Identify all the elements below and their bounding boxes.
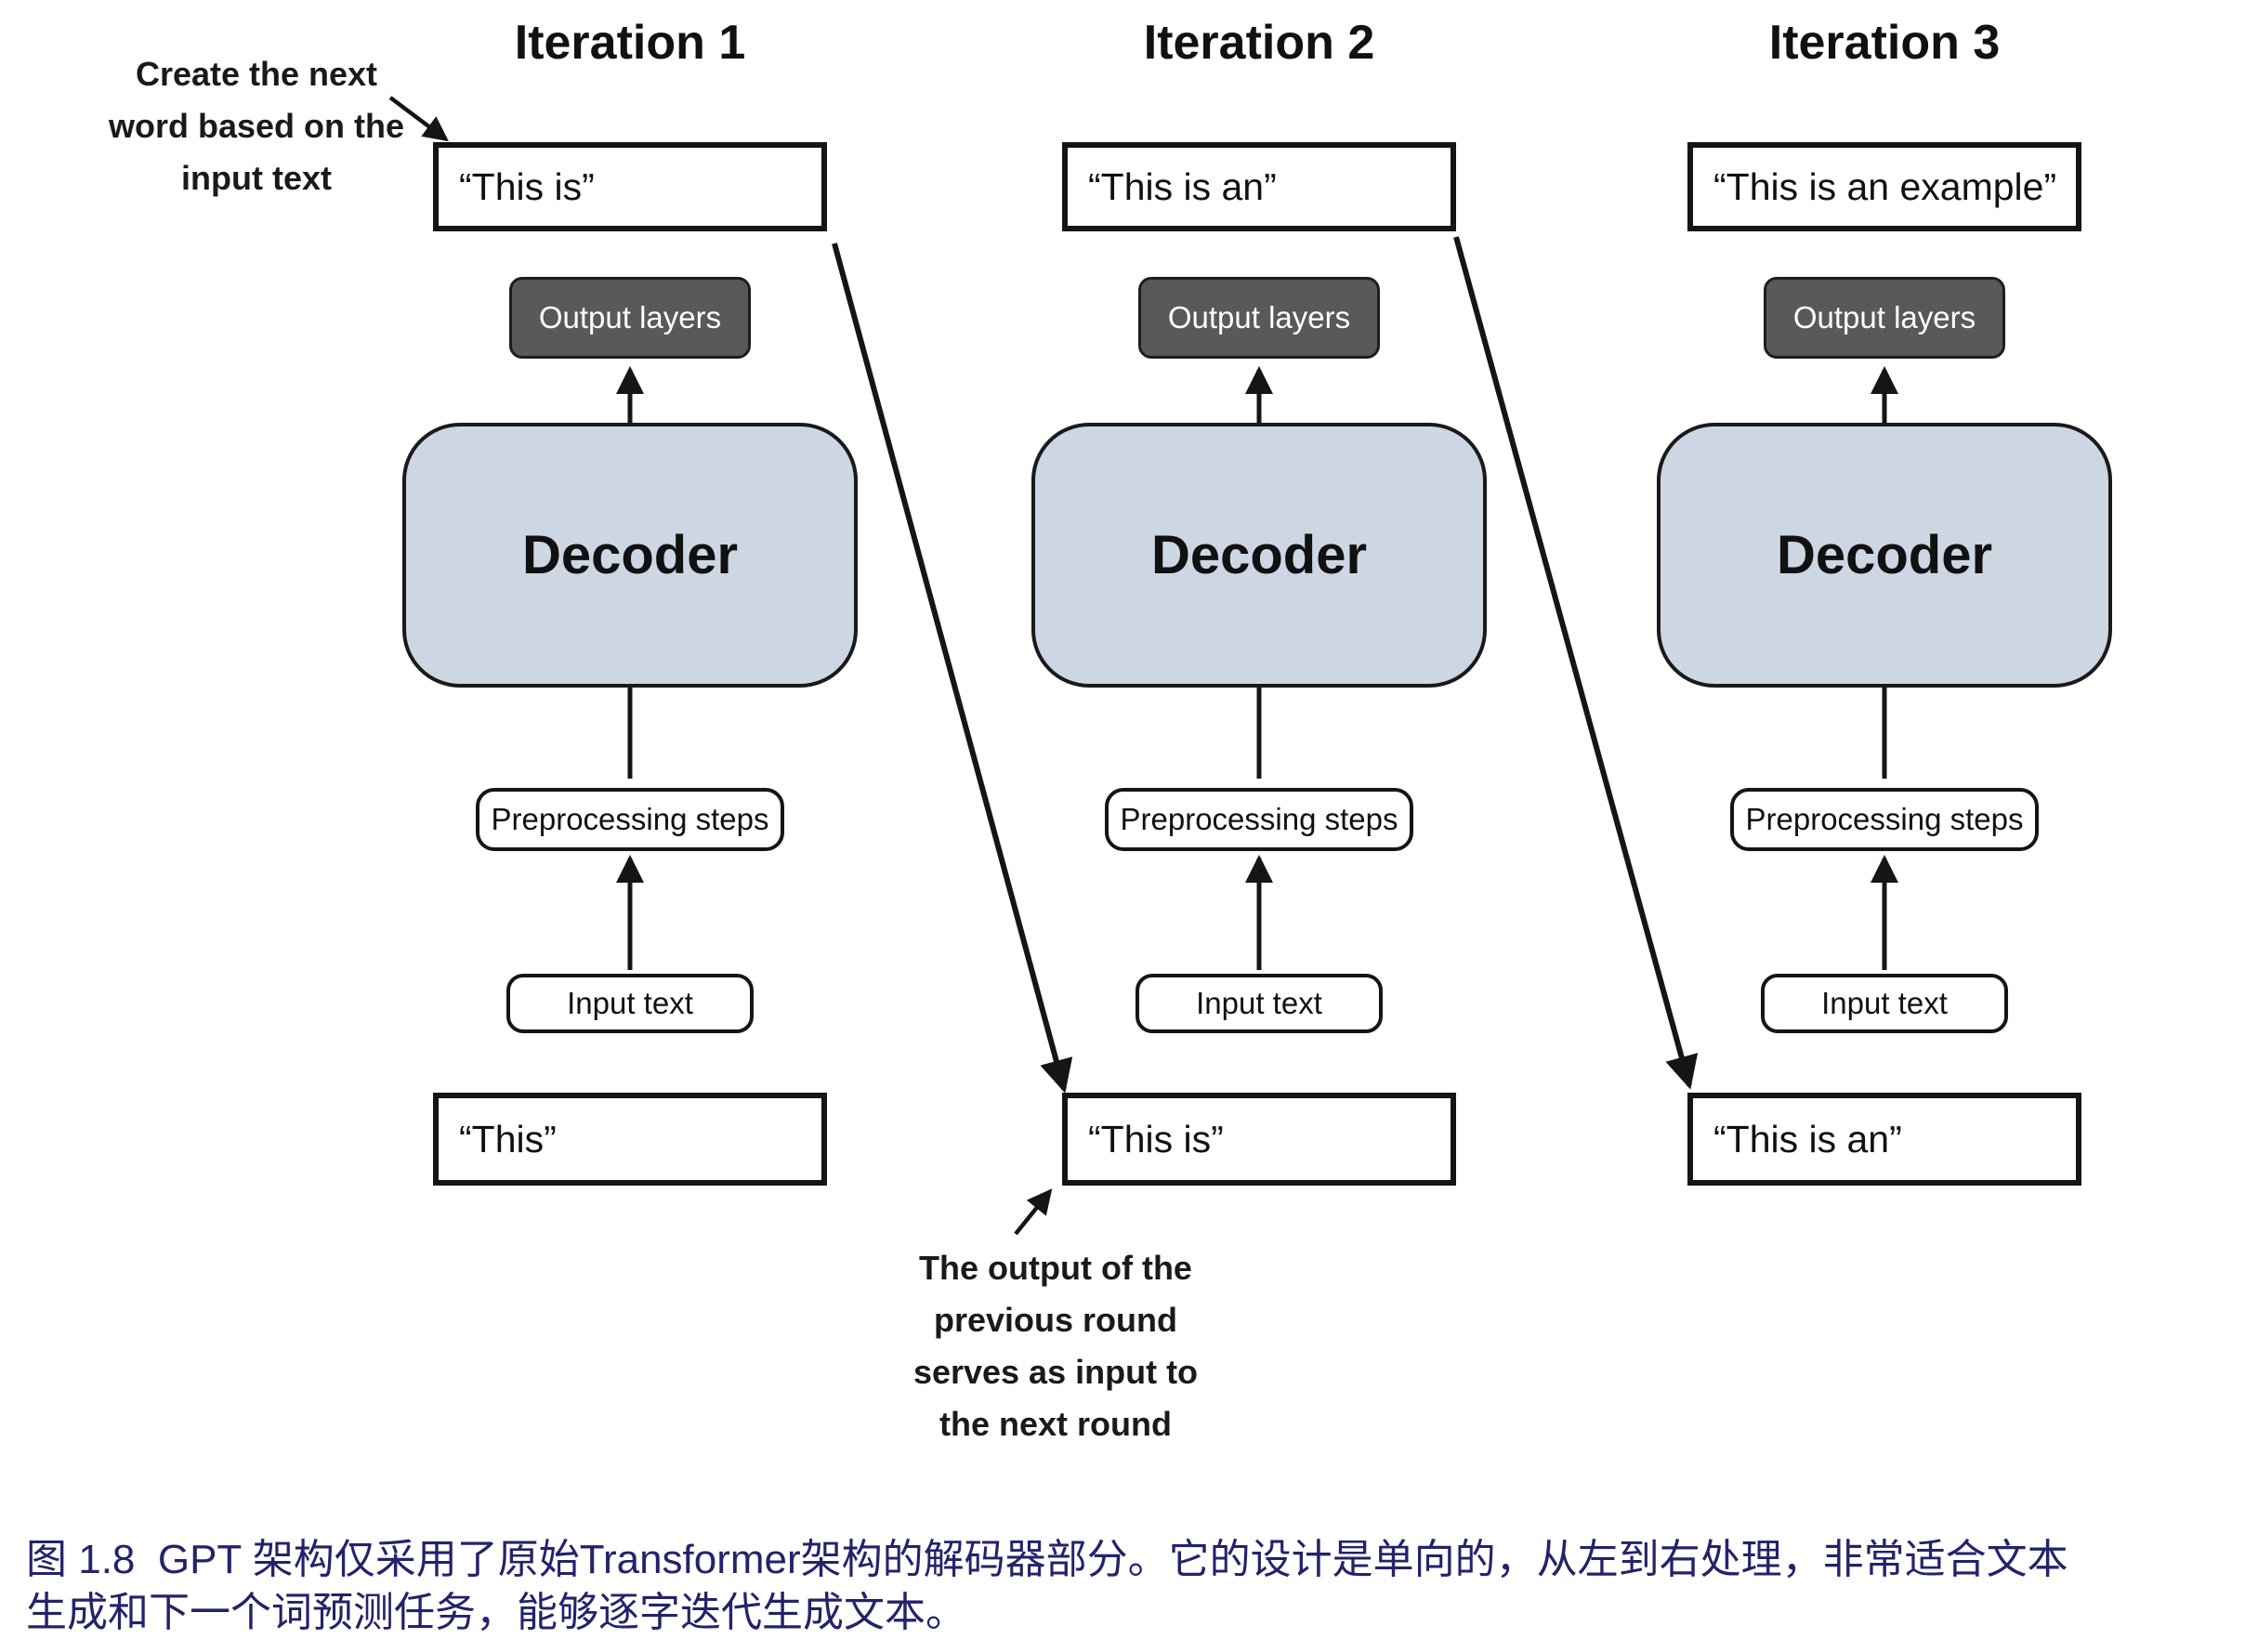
iteration-3-preprocessing-box: Preprocessing steps bbox=[1730, 788, 2039, 851]
annotation-output-previous-round: The output of the previous round serves … bbox=[883, 1242, 1228, 1450]
annotation-create-next-word: Create the next word based on the input … bbox=[84, 48, 429, 204]
input-text: “This is an” bbox=[1713, 1117, 1902, 1160]
iteration-2-preprocessing-box: Preprocessing steps bbox=[1105, 788, 1413, 851]
iteration-1-input-label-box: Input text bbox=[506, 974, 754, 1033]
output-text: “This is an” bbox=[1088, 164, 1277, 208]
iteration-3-output-layers-box: Output layers bbox=[1764, 277, 2005, 359]
annotation-line: serves as input to bbox=[912, 1353, 1199, 1391]
caption-line-2: 生成和下一个词预测任务，能够逐字迭代生成文本。 bbox=[26, 1590, 966, 1635]
iteration-3-title: Iteration 3 bbox=[1768, 16, 2001, 70]
iteration-1-column: Iteration 1 “This is” Output layers Deco… bbox=[388, 0, 872, 1226]
annotation-line: The output of the bbox=[919, 1249, 1192, 1287]
iteration-3-column: Iteration 3 “This is an example” Output … bbox=[1643, 0, 2126, 1226]
figure-caption: 图 1.8 GPT 架构仅采用了原始Transformer架构的解码器部分。它的… bbox=[26, 1533, 2247, 1639]
output-text: “This is” bbox=[459, 164, 595, 208]
annotation-line: word based on the bbox=[108, 107, 405, 145]
iteration-3-input-label-box: Input text bbox=[1761, 974, 2008, 1033]
iteration-2-input-text-box: “This is” bbox=[1062, 1093, 1456, 1186]
iteration-1-decoder-box: Decoder bbox=[402, 423, 858, 688]
iteration-3-decoder-box: Decoder bbox=[1657, 423, 2112, 688]
input-text: “This” bbox=[459, 1117, 557, 1160]
iteration-2-output-layers-box: Output layers bbox=[1138, 277, 1380, 359]
iteration-1-title: Iteration 1 bbox=[514, 16, 746, 70]
input-text: “This is” bbox=[1088, 1117, 1224, 1160]
caption-line-1: 图 1.8 GPT 架构仅采用了原始Transformer架构的解码器部分。它的… bbox=[26, 1537, 2068, 1582]
output-text: “This is an example” bbox=[1713, 164, 2057, 208]
annotation-line: Create the next bbox=[135, 55, 378, 93]
iteration-2-input-label-box: Input text bbox=[1136, 974, 1383, 1033]
annotation-line: previous round bbox=[933, 1301, 1178, 1339]
iteration-1-output-text-box: “This is” bbox=[433, 142, 827, 231]
iteration-1-input-text-box: “This” bbox=[433, 1093, 827, 1186]
iteration-1-preprocessing-box: Preprocessing steps bbox=[476, 788, 784, 851]
iteration-3-output-text-box: “This is an example” bbox=[1687, 142, 2081, 231]
iteration-2-decoder-box: Decoder bbox=[1031, 423, 1487, 688]
iteration-2-title: Iteration 2 bbox=[1143, 16, 1375, 70]
annotation-line: the next round bbox=[939, 1405, 1172, 1443]
iteration-1-output-layers-box: Output layers bbox=[509, 277, 751, 359]
iteration-2-output-text-box: “This is an” bbox=[1062, 142, 1456, 231]
annotation-line: input text bbox=[181, 159, 332, 197]
iteration-2-column: Iteration 2 “This is an” Output layers D… bbox=[1017, 0, 1501, 1226]
iteration-3-input-text-box: “This is an” bbox=[1687, 1093, 2081, 1186]
